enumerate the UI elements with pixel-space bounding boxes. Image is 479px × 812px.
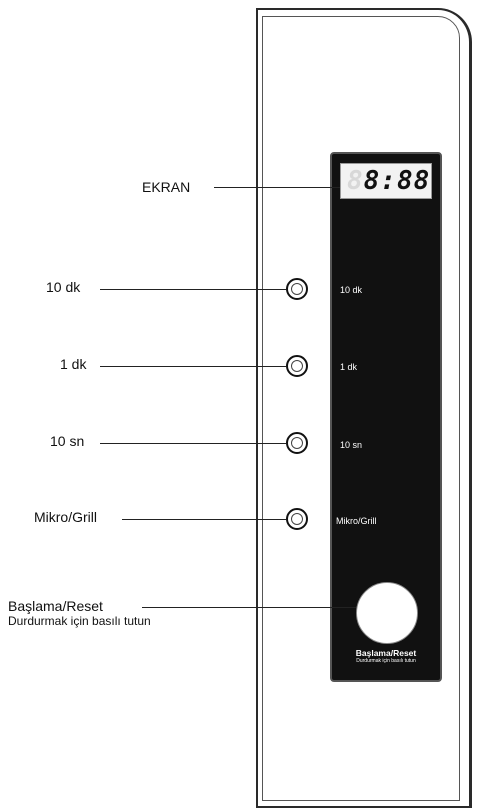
- display-ghost-digit: 8: [347, 166, 364, 196]
- start-reset-callout-sub: Durdurmak için basılı tutun: [8, 614, 151, 628]
- start-reset-panel-label: Başlama/Reset: [355, 648, 417, 658]
- ten-minute-leader-line: [100, 289, 286, 290]
- digital-display: 88:88: [340, 163, 432, 199]
- micro-grill-panel-label: Mikro/Grill: [336, 516, 377, 526]
- start-reset-callout: Başlama/Reset: [8, 598, 103, 614]
- one-minute-callout: 1 dk: [60, 356, 87, 372]
- display-leader-line: [214, 187, 340, 188]
- display-value: 8:88: [363, 166, 431, 196]
- ten-second-callout: 10 sn: [50, 433, 85, 449]
- micro-grill-callout: Mikro/Grill: [34, 509, 97, 525]
- ten-minute-callout: 10 dk: [46, 279, 81, 295]
- ten-second-panel-label: 10 sn: [340, 440, 363, 450]
- microwave-door-inner-frame: [262, 16, 460, 801]
- one-minute-leader-line: [100, 366, 286, 367]
- one-minute-panel-label: 1 dk: [340, 362, 358, 372]
- control-panel: [330, 152, 442, 682]
- ten-second-button[interactable]: [286, 432, 308, 454]
- ten-minute-button[interactable]: [286, 278, 308, 300]
- micro-grill-leader-line: [122, 519, 286, 520]
- start-reset-button[interactable]: [356, 582, 418, 644]
- start-reset-leader-line: [142, 607, 356, 608]
- ten-second-leader-line: [100, 443, 286, 444]
- micro-grill-button[interactable]: [286, 508, 308, 530]
- ten-minute-panel-label: 10 dk: [340, 285, 363, 295]
- one-minute-button[interactable]: [286, 355, 308, 377]
- display-callout: EKRAN: [142, 179, 191, 195]
- start-reset-panel-sublabel: Durdurmak için basılı tutun: [356, 658, 416, 664]
